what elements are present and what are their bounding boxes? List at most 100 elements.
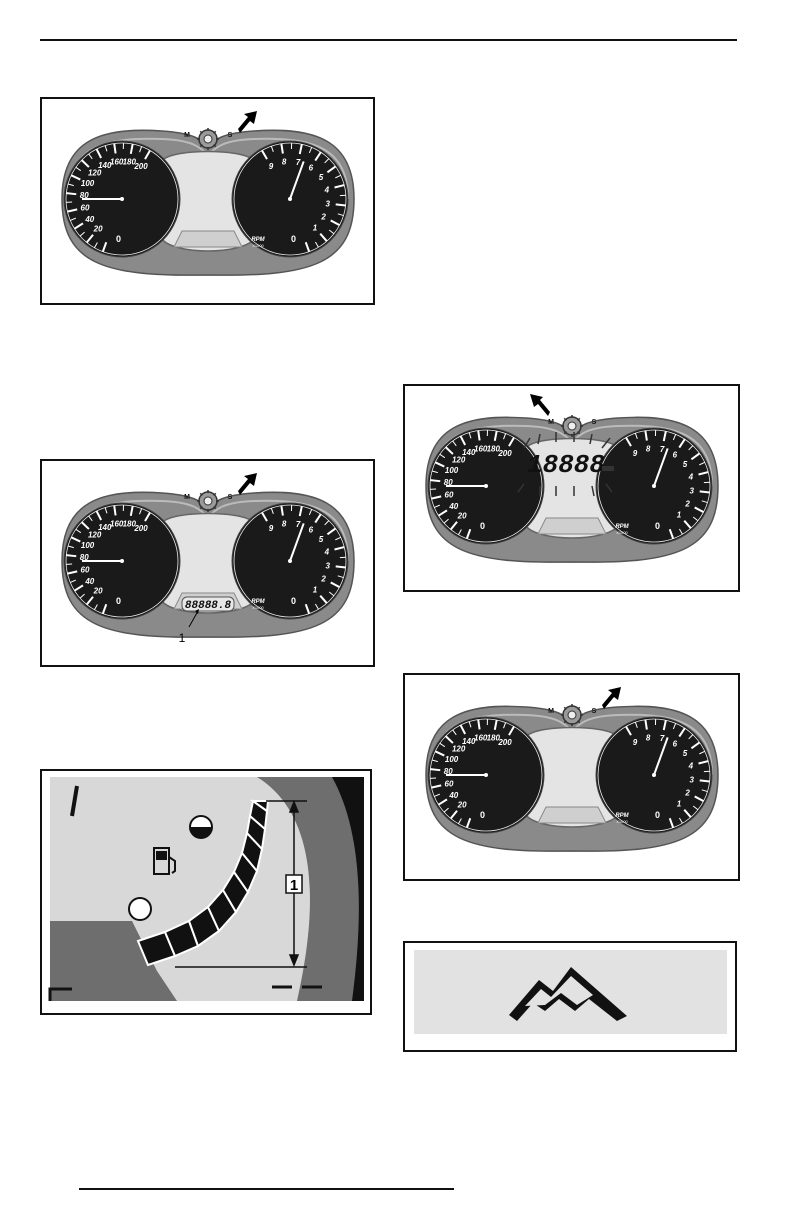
tick-label: 3 bbox=[326, 199, 331, 208]
mode-letter-s: S bbox=[228, 132, 233, 139]
tick-label: 6 bbox=[673, 739, 678, 748]
tick-label: 120 bbox=[88, 531, 102, 540]
tick-label: 3 bbox=[326, 561, 331, 570]
header-rule bbox=[40, 39, 737, 41]
tick-label: 160 bbox=[474, 733, 488, 742]
mode-letter-m: M bbox=[184, 494, 190, 501]
zero-label: 0 bbox=[291, 596, 296, 606]
tick-label: 80 bbox=[80, 553, 89, 562]
rpm-multiplier-label: X1000 bbox=[252, 243, 264, 248]
engine-lamp-icon bbox=[197, 128, 219, 150]
tick-label: 160 bbox=[110, 519, 124, 528]
tick-label: 60 bbox=[445, 780, 454, 789]
tick-label: 1 bbox=[313, 224, 318, 233]
mode-letter-s: S bbox=[592, 708, 597, 715]
engine-lamp-icon bbox=[561, 415, 583, 437]
tick-label: 7 bbox=[296, 158, 301, 167]
gauge-needle bbox=[653, 737, 669, 776]
tick-label: 180 bbox=[123, 158, 137, 167]
tick-label: 8 bbox=[282, 157, 287, 166]
tick-label: 6 bbox=[673, 450, 678, 459]
tick-label: 9 bbox=[269, 162, 274, 171]
segment-display-digits: 18888 bbox=[527, 450, 605, 480]
tick-label: 5 bbox=[683, 460, 688, 469]
tick-label: 1 bbox=[313, 586, 318, 595]
tick-label: 60 bbox=[445, 491, 454, 500]
rpm-unit-label: RPM bbox=[615, 813, 629, 819]
tick-label: 200 bbox=[133, 162, 148, 171]
zero-label: 0 bbox=[116, 234, 121, 244]
tick-label: 8 bbox=[282, 519, 287, 528]
tick-label: 1 bbox=[677, 800, 682, 809]
rpm-unit-label: RPM bbox=[615, 524, 629, 530]
tick-label: 60 bbox=[81, 566, 90, 575]
fuel-gauge-figure: 1 bbox=[40, 769, 372, 1015]
tick-label: 200 bbox=[497, 738, 512, 747]
mountain-icon-figure bbox=[403, 941, 737, 1052]
tick-label: 20 bbox=[93, 225, 103, 234]
tick-label: 20 bbox=[457, 801, 467, 810]
tick-label: 140 bbox=[98, 161, 112, 170]
indicator-arrow bbox=[602, 687, 621, 709]
zero-label: 0 bbox=[116, 596, 121, 606]
tick-label: 100 bbox=[81, 179, 95, 188]
zero-label: 0 bbox=[655, 521, 660, 531]
tick-label: 9 bbox=[269, 524, 274, 533]
tick-label: 160 bbox=[110, 157, 124, 166]
tick-label: 9 bbox=[633, 449, 638, 458]
tick-label: 180 bbox=[487, 734, 501, 743]
tick-label: 120 bbox=[452, 456, 466, 465]
tick-label: 140 bbox=[462, 737, 476, 746]
odometer-readout: 88888.8 bbox=[185, 600, 232, 612]
zero-label: 0 bbox=[291, 234, 296, 244]
tick-label: 200 bbox=[497, 449, 512, 458]
tick-label: 200 bbox=[133, 524, 148, 533]
footer-rule bbox=[79, 1188, 454, 1190]
tick-label: 40 bbox=[84, 577, 94, 586]
tick-label: 100 bbox=[445, 755, 459, 764]
tick-label: 6 bbox=[309, 163, 314, 172]
tick-label: 2 bbox=[320, 213, 326, 222]
tick-label: 8 bbox=[646, 444, 651, 453]
tick-label: 3 bbox=[690, 775, 695, 784]
mode-letter-m: M bbox=[548, 419, 554, 426]
indicator-arrow bbox=[238, 111, 257, 133]
tick-label: 7 bbox=[660, 445, 665, 454]
tick-label: 60 bbox=[81, 204, 90, 213]
rpm-multiplier-label: X1000 bbox=[252, 605, 264, 610]
tick-label: 80 bbox=[444, 478, 453, 487]
engine-lamp-icon bbox=[561, 704, 583, 726]
mountain-icon bbox=[414, 950, 727, 1034]
gauge-needle bbox=[289, 523, 305, 562]
tick-label: 7 bbox=[660, 734, 665, 743]
tick-label: 80 bbox=[444, 767, 453, 776]
tick-label: 160 bbox=[474, 444, 488, 453]
tick-label: 180 bbox=[487, 445, 501, 454]
callout-label: 1 bbox=[290, 877, 298, 894]
tick-label: 6 bbox=[309, 525, 314, 534]
tick-label: 3 bbox=[690, 486, 695, 495]
mode-letter-s: S bbox=[592, 419, 597, 426]
rpm-multiplier-label: X1000 bbox=[616, 819, 628, 824]
zero-label: 0 bbox=[655, 810, 660, 820]
tick-label: 120 bbox=[88, 169, 102, 178]
tick-label: 4 bbox=[324, 548, 330, 557]
callout-label: 1 bbox=[179, 631, 186, 645]
tick-label: 120 bbox=[452, 745, 466, 754]
tick-label: 5 bbox=[319, 173, 324, 182]
rpm-unit-label: RPM bbox=[251, 237, 265, 243]
tick-label: 2 bbox=[684, 500, 690, 509]
tick-label: 9 bbox=[633, 738, 638, 747]
mode-letter-m: M bbox=[184, 132, 190, 139]
fuel-gauge-closeup: 1 bbox=[48, 777, 364, 1001]
tick-label: 4 bbox=[688, 762, 694, 771]
tick-label: 140 bbox=[462, 448, 476, 457]
